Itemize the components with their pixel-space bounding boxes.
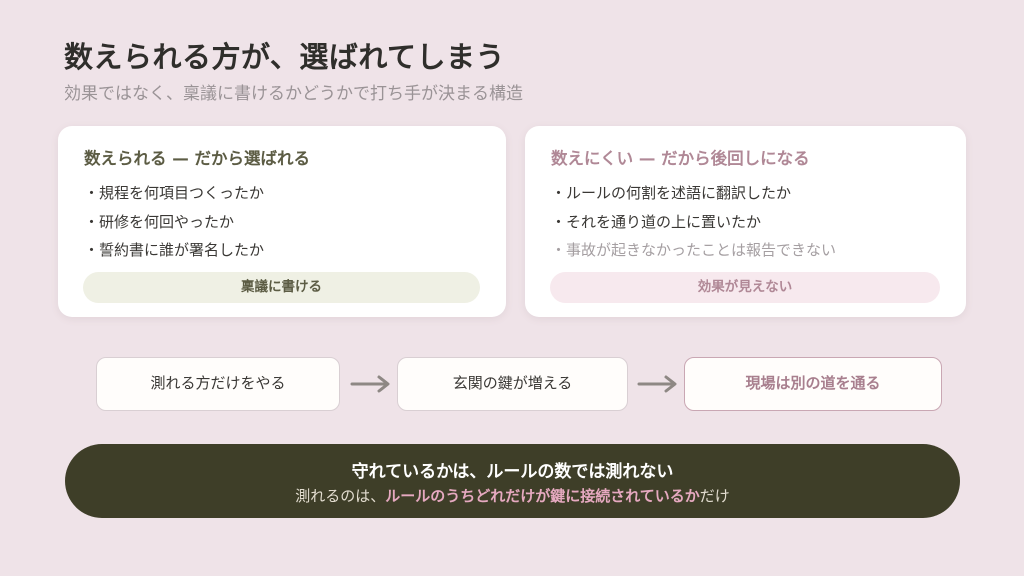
arrow-right-icon <box>350 375 390 393</box>
countable-badge: 稟議に書ける <box>83 272 480 303</box>
hard-to-count-card-title: 数えにくい — だから後回しになる <box>551 149 810 168</box>
flow-step-2: 玄関の鍵が増える <box>397 357 628 411</box>
flow-step-3: 現場は別の道を通る <box>684 357 942 411</box>
list-item: ・事故が起きなかったことは報告できない <box>551 241 837 259</box>
list-item: ・誓約書に誰が署名したか <box>84 241 265 259</box>
conclusion-sub-text: 測れるのは、ルールのうちどれだけが鍵に接続されているかだけ <box>65 485 960 506</box>
conclusion-main-text: 守れているかは、ルールの数では測れない <box>351 462 674 482</box>
conclusion-sub-prefix: 測れるのは、 <box>295 487 386 505</box>
hard-to-count-badge: 効果が見えない <box>550 272 940 303</box>
conclusion-banner: 守れているかは、ルールの数では測れない 測れるのは、ルールのうちどれだけが鍵に接… <box>65 444 960 518</box>
page-title: 数えられる方が、選ばれてしまう <box>64 40 506 74</box>
list-item: ・規程を何項目つくったか <box>84 184 265 202</box>
hard-to-count-list: ・ルールの何割を述語に翻訳したか ・それを通り道の上に置いたか ・事故が起きなか… <box>551 179 836 265</box>
conclusion-sub-suffix: だけ <box>699 487 730 505</box>
list-item: ・それを通り道の上に置いたか <box>551 212 762 231</box>
countable-list: ・規程を何項目つくったか ・研修を何回やったか ・誓約書に誰が署名したか <box>84 179 264 265</box>
countable-card-title: 数えられる — だから選ばれる <box>84 149 310 168</box>
arrow-right-icon <box>637 375 677 393</box>
list-item: ・研修を何回やったか <box>84 212 235 231</box>
page-subtitle: 効果ではなく、稟議に書けるかどうかで打ち手が決まる構造 <box>64 84 523 104</box>
countable-card: 数えられる — だから選ばれる ・規程を何項目つくったか ・研修を何回やったか … <box>58 126 506 317</box>
conclusion-highlight: ルールのうちどれだけが鍵に接続されているか <box>385 487 700 505</box>
list-item: ・ルールの何割を述語に翻訳したか <box>551 184 792 202</box>
flow-step-1: 測れる方だけをやる <box>96 357 340 411</box>
hard-to-count-card: 数えにくい — だから後回しになる ・ルールの何割を述語に翻訳したか ・それを通… <box>525 126 966 317</box>
